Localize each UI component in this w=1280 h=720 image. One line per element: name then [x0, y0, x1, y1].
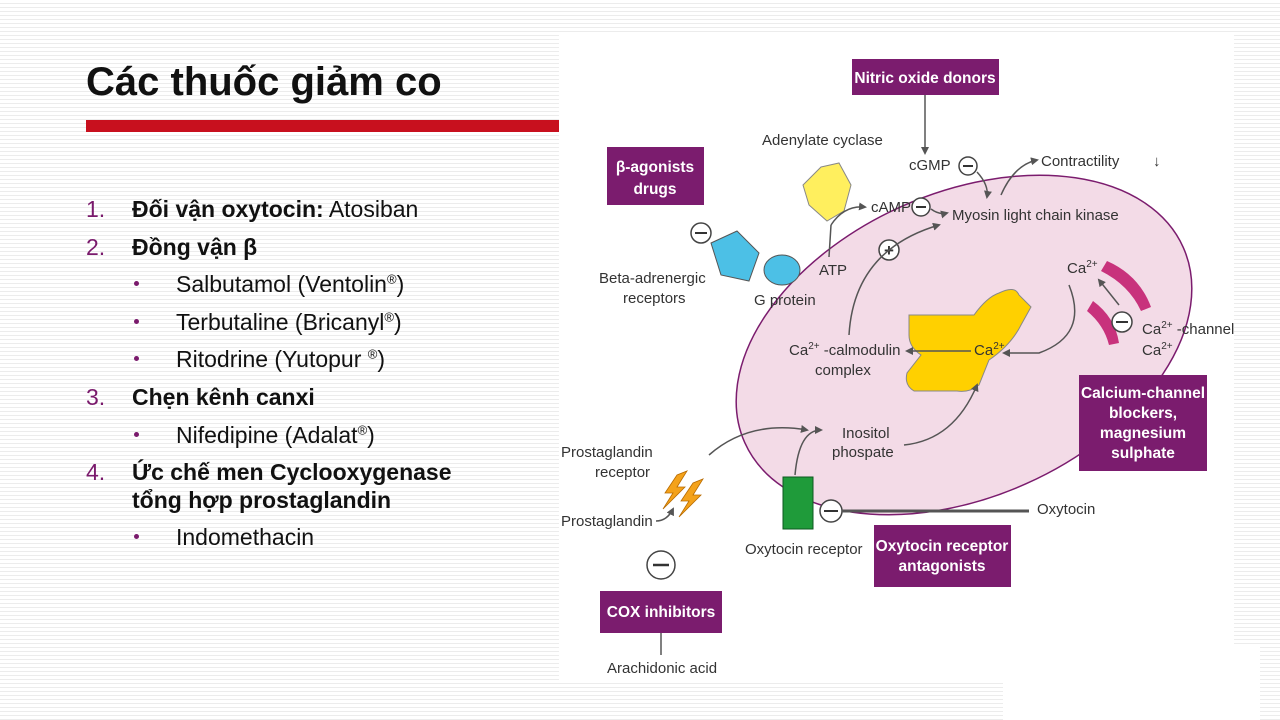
bullet-icon [134, 281, 139, 287]
registered-mark: ® [357, 421, 368, 437]
ccb-label-line3: magnesium [1100, 425, 1186, 442]
sub-item-text: Indomethacin [176, 524, 315, 551]
list-number: 2. [86, 233, 106, 260]
slide-title: Các thuốc giảm co [86, 60, 442, 104]
calcium-channel-blockers-box [1079, 375, 1207, 471]
pg-receptor-label-line1: Prostaglandin [561, 444, 653, 461]
list-item-calcium-channel-blocker: 3. Chẹn kênh canxi [86, 384, 546, 412]
camp-label: cAMP [871, 199, 911, 216]
cox-inhibitors-box [600, 591, 722, 633]
complex-label: complex [815, 362, 871, 379]
cox-inhibitors-label: COX inhibitors [607, 604, 716, 621]
drug-list: 1. Đối vận oxytocin: Atosiban 2. Đồng vậ… [86, 196, 546, 562]
oxytocin-receptor-antagonists-box [874, 525, 1011, 587]
registered-mark: ® [384, 309, 394, 325]
beta-agonists-label-line1: β-agonists [616, 159, 694, 176]
calcium-channel-upper [1101, 261, 1151, 311]
sub-item-salbutamol: Salbutamol (Ventolin®) [86, 271, 546, 299]
registered-mark: ® [386, 271, 397, 287]
g-protein-shape [763, 254, 801, 286]
sub-item-nifedipine: Nifedipine (Adalat®) [86, 422, 546, 450]
nitric-oxide-donors-label: Nitric oxide donors [854, 70, 995, 87]
oxytocin-receptor-label: Oxytocin receptor [745, 541, 863, 558]
g-protein-label: G protein [754, 292, 816, 309]
tocolytic-mechanism-diagram: Nitric oxide donors Adenylate cyclase cG… [561, 59, 1234, 677]
list-item-heading: Đối vận oxytocin: [132, 196, 324, 222]
sub-item-indomethacin: Indomethacin [86, 524, 546, 552]
list-number: 4. [86, 459, 106, 486]
list-item-oxytocin-antagonist: 1. Đối vận oxytocin: Atosiban [86, 196, 546, 224]
beta-agonists-box [607, 147, 704, 205]
prostaglandin-label: Prostaglandin [561, 513, 653, 530]
inositol-label-line1: Inositol [842, 425, 890, 442]
close-paren: ) [396, 271, 405, 298]
atp-label: ATP [819, 262, 847, 279]
contractility-label: Contractility [1041, 153, 1120, 170]
bullet-icon [134, 318, 139, 324]
ccb-label-line1: Calcium-channel [1081, 385, 1205, 402]
inositol-label-line2: phospate [832, 444, 894, 461]
list-number: 3. [86, 383, 106, 410]
sub-item-ritodrine: Ritodrine (Yutopur ®) [86, 346, 546, 374]
list-item-heading-line2: tổng hợp prostaglandin [132, 486, 392, 513]
prostaglandin-receptor-lightning-icon-2 [678, 478, 704, 518]
contractility-down-icon: ↓ [1153, 153, 1161, 170]
list-number: 1. [86, 196, 106, 222]
mechanism-diagram-panel: Nitric oxide donors Adenylate cyclase cG… [559, 35, 1234, 680]
oxytocin-label: Oxytocin [1037, 501, 1095, 518]
beta-receptors-label-line2: receptors [623, 290, 686, 307]
pg-receptor-label-line2: receptor [595, 464, 650, 481]
list-item-heading: Ức chế men Cyclooxygenase [132, 459, 452, 486]
ca-calmodulin-complex-label: Ca2+ -calmodulin [789, 341, 900, 359]
bullet-icon [134, 356, 139, 362]
registered-mark: ® [367, 346, 378, 362]
close-paren: ) [377, 346, 386, 373]
ccb-label-line4: sulphate [1111, 445, 1175, 462]
sub-item-text: Ritodrine (Yutopur [176, 346, 368, 373]
list-item-heading: Chẹn kênh canxi [132, 383, 315, 410]
title-underline-bar [86, 120, 560, 132]
slide-text-panel: Các thuốc giảm co 1. Đối vận oxytocin: A… [0, 0, 560, 720]
ca-extracellular-label: Ca2+ [1142, 341, 1173, 359]
ca-calmodulin-bound-label: Ca2+ [974, 341, 1005, 359]
adenylate-cyclase-shape [802, 162, 852, 222]
cgmp-label: cGMP [909, 157, 951, 174]
nitric-oxide-donors-box [852, 59, 999, 95]
ca-intracellular-label: Ca2+ [1067, 259, 1098, 277]
bullet-icon [134, 534, 139, 540]
list-item-text: Atosiban [323, 196, 419, 222]
beta-adrenergic-receptor-shape [710, 230, 760, 282]
arachidonic-acid-label: Arachidonic acid [607, 660, 717, 677]
beta-agonists-label-line2: drugs [633, 181, 676, 198]
prostaglandin-receptor-lightning-icon [662, 470, 688, 510]
adenylate-cyclase-label: Adenylate cyclase [762, 132, 883, 149]
close-paren: ) [393, 308, 402, 335]
bullet-icon [134, 431, 139, 437]
sub-item-text: Terbutaline (Bricanyl [176, 308, 385, 335]
ca-channel-label: Ca2+ -channel [1142, 320, 1234, 338]
list-item-beta-agonist: 2. Đồng vận β [86, 234, 546, 262]
oxytocin-receptor-shape [782, 476, 814, 530]
beta-receptors-label-line1: Beta-adrenergic [599, 270, 706, 287]
list-item-cox-inhibitor: 4. Ức chế men Cyclooxygenase tổng hợp pr… [86, 459, 546, 514]
ora-label-line2: antagonists [899, 558, 986, 575]
calmodulin-shape [905, 289, 1032, 392]
sub-item-terbutaline: Terbutaline (Bricanyl®) [86, 309, 546, 337]
list-item-heading: Đồng vận β [132, 233, 258, 260]
sub-item-text: Nifedipine (Adalat [176, 421, 358, 448]
close-paren: ) [367, 421, 375, 448]
mlck-label: Myosin light chain kinase [952, 207, 1119, 224]
ora-label-line1: Oxytocin receptor [876, 538, 1009, 555]
sub-item-text: Salbutamol (Ventolin [176, 271, 387, 298]
calcium-channel-lower [1087, 301, 1119, 345]
ccb-label-line2: blockers, [1109, 405, 1177, 422]
